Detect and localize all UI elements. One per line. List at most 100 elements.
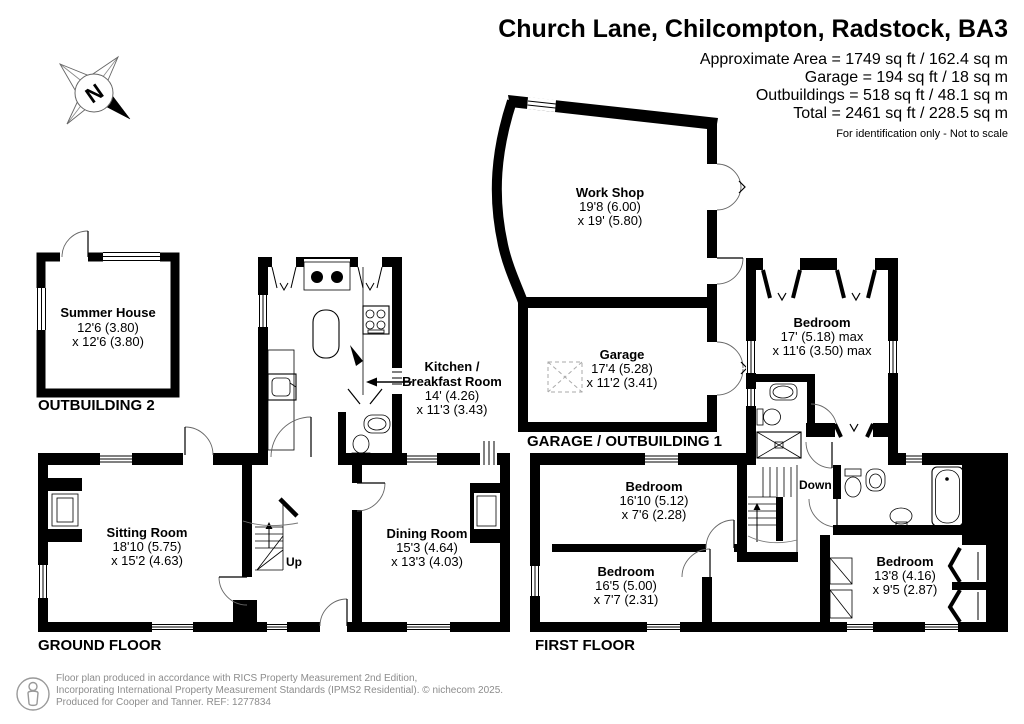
window-icon <box>835 258 877 302</box>
door-icon <box>808 498 838 528</box>
door-leaf <box>350 345 363 366</box>
room-summer-house: Summer House 12'6 (3.80) x 12'6 (3.80) O… <box>36 230 180 414</box>
room-name: Dining Room <box>387 526 468 541</box>
room-dim: 16'10 (5.12) <box>620 493 689 508</box>
window-icon <box>407 622 450 632</box>
wall-notch <box>212 613 233 622</box>
person-logo-icon <box>16 677 50 711</box>
hob-icon <box>362 305 390 335</box>
room-dim: x 9'5 (2.87) <box>873 582 938 597</box>
window-icon <box>645 453 678 465</box>
room-dim: x 7'6 (2.28) <box>622 507 687 522</box>
disclaimer: For identification only - Not to scale <box>836 128 1008 140</box>
double-door-icon <box>716 341 748 396</box>
room-dim: x 11'2 (3.41) <box>587 375 658 390</box>
room-name: Breakfast Room <box>402 374 502 389</box>
window-icon <box>530 566 540 596</box>
room-name: Work Shop <box>576 185 644 200</box>
window-icon <box>407 453 437 465</box>
door-icon <box>356 482 386 512</box>
window-icon <box>888 341 898 373</box>
window-icon <box>152 622 193 632</box>
door-icon <box>319 598 348 632</box>
room-dim: 17'4 (5.28) <box>591 361 653 376</box>
staircase-down: Down <box>737 465 832 562</box>
area-line-total: Total = 2461 sq ft / 228.5 sq m <box>793 105 1008 122</box>
basin-icon <box>363 414 391 434</box>
window-icon <box>392 368 402 394</box>
room-dim: x 19' (5.80) <box>578 213 643 228</box>
window-icon <box>357 257 383 292</box>
window-icon <box>100 453 132 465</box>
label-ground-floor: GROUND FLOOR <box>38 637 161 654</box>
alcove <box>303 259 351 291</box>
area-line-outbuildings: Outbuildings = 518 sq ft / 48.1 sq m <box>756 87 1008 104</box>
eaves-recesses <box>820 535 853 622</box>
stairs-up-label: Up <box>286 555 302 569</box>
workshop-garage-block: Work Shop 19'8 (6.00) x 19' (5.80) Garag… <box>491 95 748 450</box>
window-recesses <box>947 547 986 624</box>
bathtub-icon <box>931 466 964 527</box>
area-line-garage: Garage = 194 sq ft / 18 sq m <box>805 69 1008 86</box>
ensuite <box>756 374 838 459</box>
window-icon <box>746 389 756 406</box>
door-icon <box>805 441 833 469</box>
double-door-icon <box>716 163 746 211</box>
footer: Floor plan produced in accordance with R… <box>16 673 503 711</box>
basin-icon <box>865 468 886 492</box>
bathroom <box>808 465 964 535</box>
pointer-arrow-icon <box>366 377 412 387</box>
door-icon <box>716 257 744 285</box>
room-dim: x 11'6 (3.50) max <box>772 343 872 358</box>
ground-floor-block: Up Sitting Room 18'10 (5.75) x 15'2 (4.6… <box>38 426 510 654</box>
room-dim: x 12'6 (3.80) <box>72 334 144 349</box>
door-icon <box>705 519 735 549</box>
room-dim: 13'8 (4.16) <box>874 568 936 583</box>
bedroom-wing: Bedroom 17' (5.18) max x 11'6 (3.50) max <box>746 258 898 465</box>
sink-icon <box>267 373 297 401</box>
room-dim: 16'5 (5.00) <box>595 578 657 593</box>
first-floor-block: Down <box>530 441 1008 654</box>
window-icon <box>746 341 756 373</box>
room-dim: 19'8 (6.00) <box>579 199 641 214</box>
door-icon <box>681 548 711 578</box>
room-name: Bedroom <box>876 554 933 569</box>
room-dim: x 13'3 (4.03) <box>391 554 463 569</box>
label-outbuilding-2: OUTBUILDING 2 <box>38 397 155 414</box>
window-icon <box>647 622 680 632</box>
basin-icon <box>889 507 913 528</box>
label-garage-outbuilding-1: GARAGE / OUTBUILDING 1 <box>527 433 722 450</box>
room-name: Summer House <box>60 305 155 320</box>
kitchen-island <box>312 309 340 359</box>
page-title: Church Lane, Chilcompton, Radstock, BA3 <box>498 15 1008 43</box>
room-dim: x 7'7 (2.31) <box>594 592 659 607</box>
window-icon <box>906 453 922 465</box>
room-dim: 14' (4.26) <box>425 388 480 403</box>
window-icon <box>833 423 875 438</box>
shower-icon <box>756 431 802 459</box>
fireplace <box>48 478 82 542</box>
footer-line: Produced for Cooper and Tanner. REF: 127… <box>56 697 271 708</box>
skylight-icon <box>547 361 583 393</box>
window-icon <box>847 622 873 632</box>
area-line-approximate: Approximate Area = 1749 sq ft / 162.4 sq… <box>700 51 1008 68</box>
footer-line: Incorporating International Property Mea… <box>56 685 503 696</box>
room-name: Bedroom <box>793 315 850 330</box>
room-dim: 12'6 (3.80) <box>77 320 139 335</box>
window-icon <box>103 251 160 262</box>
fireplace <box>470 483 500 543</box>
room-dim: 17' (5.18) max <box>781 329 864 344</box>
window-icon <box>36 288 47 330</box>
stairs-down-label: Down <box>799 478 832 492</box>
door-icon <box>60 230 89 263</box>
room-name: Sitting Room <box>107 525 188 540</box>
window-icon <box>267 622 287 632</box>
door-icon <box>218 576 248 606</box>
basin-icon <box>769 383 798 401</box>
counter <box>267 349 295 451</box>
label-first-floor: FIRST FLOOR <box>535 637 635 654</box>
toilet-icon <box>844 468 862 498</box>
room-name: Bedroom <box>625 479 682 494</box>
window-icon <box>527 97 557 112</box>
header: Church Lane, Chilcompton, Radstock, BA3 … <box>498 15 1008 140</box>
